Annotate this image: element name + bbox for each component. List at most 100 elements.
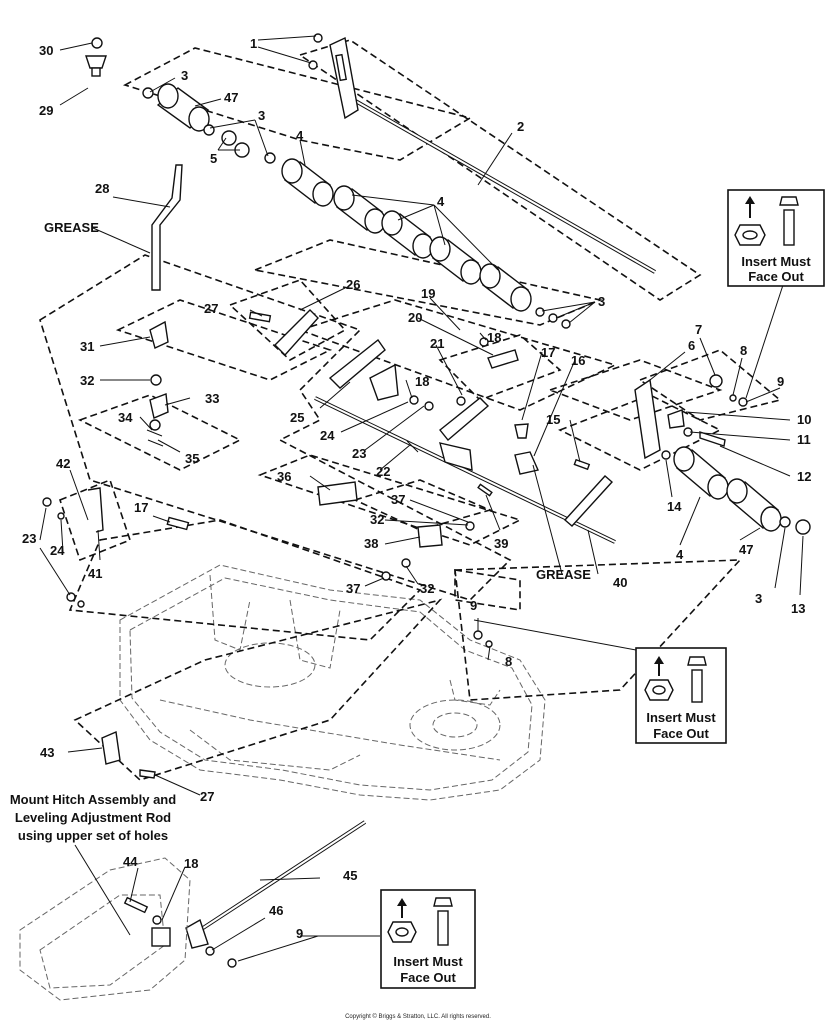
callout-10: 10 bbox=[797, 412, 811, 427]
callout-44: 44 bbox=[123, 854, 138, 869]
callout-20: 20 bbox=[408, 310, 422, 325]
insert-note-box-top: Insert Must Face Out bbox=[727, 189, 825, 287]
callout-2: 2 bbox=[517, 119, 524, 134]
callout-30: 30 bbox=[39, 43, 53, 58]
callout-22: 22 bbox=[376, 464, 390, 479]
insert-note-line1-middle: Insert Must bbox=[646, 710, 716, 725]
callout-23-middle: 23 bbox=[352, 446, 366, 461]
callout-8-right: 8 bbox=[740, 343, 747, 358]
callout-43: 43 bbox=[40, 745, 54, 760]
callout-31: 31 bbox=[80, 339, 94, 354]
roller-4-a bbox=[281, 158, 334, 207]
callout-33: 33 bbox=[205, 391, 219, 406]
callout-18-top: 18 bbox=[487, 330, 501, 345]
callout-12: 12 bbox=[797, 469, 811, 484]
roller-set bbox=[156, 83, 782, 532]
callout-29: 29 bbox=[39, 103, 53, 118]
callout-6: 6 bbox=[688, 338, 695, 353]
insert-note-line2-bottom: Face Out bbox=[400, 970, 456, 985]
roller-4-d bbox=[429, 236, 482, 285]
callout-42: 42 bbox=[56, 456, 70, 471]
callout-34: 34 bbox=[118, 410, 133, 425]
callout-39: 39 bbox=[494, 536, 508, 551]
callout-numbers: 1 2 3 3 3 3 4 4 4 5 6 7 8 8 9 9 9 10 11 … bbox=[22, 36, 811, 941]
callout-13: 13 bbox=[791, 601, 805, 616]
callout-16: 16 bbox=[571, 353, 585, 368]
callout-9-bottom: 9 bbox=[296, 926, 303, 941]
callout-47-top: 47 bbox=[224, 90, 238, 105]
callout-leader-lines bbox=[39, 35, 804, 962]
hardware-small-parts bbox=[42, 33, 811, 968]
callout-17-left: 17 bbox=[134, 500, 148, 515]
callout-9-right: 9 bbox=[777, 374, 784, 389]
roller-4-b bbox=[333, 185, 386, 234]
callout-3-right: 3 bbox=[598, 294, 605, 309]
mount-note-line3: using upper set of holes bbox=[18, 828, 168, 843]
assembly-group-outlines bbox=[39, 39, 782, 781]
roller-47-top bbox=[156, 83, 210, 132]
insert-note-box-middle: Insert Must Face Out bbox=[635, 647, 727, 744]
callout-21: 21 bbox=[430, 336, 444, 351]
callout-46: 46 bbox=[269, 903, 283, 918]
callout-3-top-left: 3 bbox=[181, 68, 188, 83]
mower-deck-outline bbox=[119, 564, 546, 801]
callout-38: 38 bbox=[364, 536, 378, 551]
callout-35: 35 bbox=[185, 451, 199, 466]
callout-3-bottom-right: 3 bbox=[755, 591, 762, 606]
callout-47-right: 47 bbox=[739, 542, 753, 557]
callout-40: 40 bbox=[613, 575, 627, 590]
callout-37-middle: 37 bbox=[391, 492, 405, 507]
callout-23-left: 23 bbox=[22, 531, 36, 546]
callout-27-bottom: 27 bbox=[200, 789, 214, 804]
callout-32-middle: 32 bbox=[370, 512, 384, 527]
callout-9-middle: 9 bbox=[470, 598, 477, 613]
callout-11: 11 bbox=[797, 432, 811, 447]
callout-26: 26 bbox=[346, 277, 360, 292]
mount-note-line1: Mount Hitch Assembly and bbox=[10, 792, 176, 807]
roller-4-c bbox=[381, 210, 434, 259]
callout-36: 36 bbox=[277, 469, 291, 484]
callout-18-middle: 18 bbox=[415, 374, 429, 389]
callout-28: 28 bbox=[95, 181, 109, 196]
callout-7: 7 bbox=[695, 322, 702, 337]
callout-41: 41 bbox=[88, 566, 102, 581]
callout-14: 14 bbox=[667, 499, 682, 514]
pivot-rod-assembly bbox=[146, 164, 183, 447]
callout-1: 1 bbox=[250, 36, 257, 51]
insert-note-line1-bottom: Insert Must bbox=[393, 954, 463, 969]
callout-45: 45 bbox=[343, 868, 357, 883]
callout-27-top: 27 bbox=[204, 301, 218, 316]
callout-4-right: 4 bbox=[676, 547, 684, 562]
insert-note-line1-top: Insert Must bbox=[741, 254, 811, 269]
adjustment-shaft bbox=[329, 36, 656, 274]
diagram-labels: GREASE GREASE Mount Hitch Assembly and L… bbox=[10, 220, 591, 1020]
callout-32-left: 32 bbox=[80, 373, 94, 388]
roller-47-right bbox=[726, 478, 782, 532]
callout-5: 5 bbox=[210, 151, 217, 166]
roller-4-e bbox=[479, 263, 532, 312]
leveling-rod-and-hitch bbox=[19, 820, 367, 1001]
callout-37-bottom: 37 bbox=[346, 581, 360, 596]
callout-24-left: 24 bbox=[50, 543, 65, 558]
callout-24-middle: 24 bbox=[320, 428, 335, 443]
callout-19: 19 bbox=[421, 286, 435, 301]
grease-label-left: GREASE bbox=[44, 220, 99, 235]
callout-15: 15 bbox=[546, 412, 560, 427]
callout-8-middle: 8 bbox=[505, 654, 512, 669]
roller-4-right bbox=[673, 446, 729, 500]
insert-note-box-bottom: Insert Must Face Out bbox=[380, 889, 476, 989]
mount-note-line2: Leveling Adjustment Rod bbox=[15, 810, 171, 825]
callout-17-right: 17 bbox=[541, 345, 555, 360]
callout-4-top: 4 bbox=[296, 128, 304, 143]
copyright-notice: Copyright © Briggs & Stratton, LLC. All … bbox=[345, 1013, 491, 1020]
callout-18-bottom: 18 bbox=[184, 856, 198, 871]
callout-25: 25 bbox=[290, 410, 304, 425]
center-shaft-assembly bbox=[87, 309, 726, 779]
callout-4-middle: 4 bbox=[437, 194, 445, 209]
grease-label-right: GREASE bbox=[536, 567, 591, 582]
insert-note-line2-middle: Face Out bbox=[653, 726, 709, 741]
callout-32-bottom: 32 bbox=[420, 581, 434, 596]
insert-note-line2-top: Face Out bbox=[748, 269, 804, 284]
